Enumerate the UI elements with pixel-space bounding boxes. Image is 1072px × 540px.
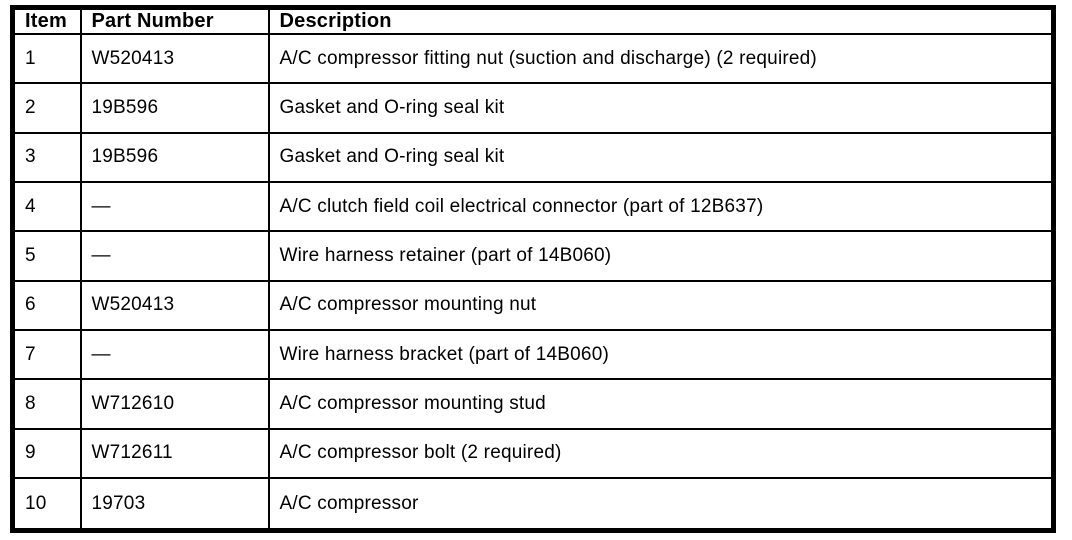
item-cell: 8 bbox=[11, 378, 82, 430]
column-header-part-number: Part Number bbox=[79, 6, 270, 35]
header-row: Item Part Number Description bbox=[11, 6, 1055, 35]
parts-table: Item Part Number Description 1 W520413 A… bbox=[10, 5, 1056, 533]
description-cell: Wire harness retainer (part of 14B060) bbox=[267, 230, 1055, 282]
item-cell: 6 bbox=[11, 279, 82, 331]
item-cell: 4 bbox=[11, 180, 82, 233]
item-cell: 5 bbox=[11, 230, 82, 282]
description-cell: A/C compressor fitting nut (suction and … bbox=[267, 32, 1055, 85]
description-cell: Wire harness bracket (part of 14B060) bbox=[267, 328, 1055, 381]
parts-table-frame: Item Part Number Description 1 W520413 A… bbox=[10, 5, 1056, 533]
item-cell: 10 bbox=[11, 476, 82, 532]
table-row: 6 W520413 A/C compressor mounting nut bbox=[11, 279, 1055, 331]
table-row: 9 W712611 A/C compressor bolt (2 require… bbox=[11, 427, 1055, 479]
item-cell: 3 bbox=[11, 131, 82, 183]
part-number-cell: — bbox=[79, 328, 270, 381]
description-cell: A/C clutch field coil electrical connect… bbox=[267, 180, 1055, 233]
column-header-description: Description bbox=[267, 6, 1055, 35]
part-number-cell: W520413 bbox=[79, 32, 270, 85]
column-header-item: Item bbox=[11, 6, 82, 35]
description-cell: A/C compressor mounting stud bbox=[267, 378, 1055, 430]
part-number-cell: W712610 bbox=[79, 378, 270, 430]
table-row: 4 — A/C clutch field coil electrical con… bbox=[11, 180, 1055, 233]
part-number-cell: 19B596 bbox=[79, 82, 270, 134]
table-row: 7 — Wire harness bracket (part of 14B060… bbox=[11, 328, 1055, 381]
item-cell: 9 bbox=[11, 427, 82, 479]
part-number-cell: — bbox=[79, 230, 270, 282]
description-cell: A/C compressor bolt (2 required) bbox=[267, 427, 1055, 479]
table-row: 2 19B596 Gasket and O-ring seal kit bbox=[11, 82, 1055, 134]
table-row: 5 — Wire harness retainer (part of 14B06… bbox=[11, 230, 1055, 282]
table-row: 8 W712610 A/C compressor mounting stud bbox=[11, 378, 1055, 430]
table-row: 3 19B596 Gasket and O-ring seal kit bbox=[11, 131, 1055, 183]
part-number-cell: W520413 bbox=[79, 279, 270, 331]
part-number-cell: 19703 bbox=[79, 476, 270, 532]
part-number-cell: — bbox=[79, 180, 270, 233]
description-cell: Gasket and O-ring seal kit bbox=[267, 82, 1055, 134]
part-number-cell: 19B596 bbox=[79, 131, 270, 183]
item-cell: 7 bbox=[11, 328, 82, 381]
part-number-cell: W712611 bbox=[79, 427, 270, 479]
table-row: 10 19703 A/C compressor bbox=[11, 476, 1055, 532]
table-row: 1 W520413 A/C compressor fitting nut (su… bbox=[11, 32, 1055, 85]
item-cell: 2 bbox=[11, 82, 82, 134]
description-cell: Gasket and O-ring seal kit bbox=[267, 131, 1055, 183]
description-cell: A/C compressor mounting nut bbox=[267, 279, 1055, 331]
description-cell: A/C compressor bbox=[267, 476, 1055, 532]
item-cell: 1 bbox=[11, 32, 82, 85]
